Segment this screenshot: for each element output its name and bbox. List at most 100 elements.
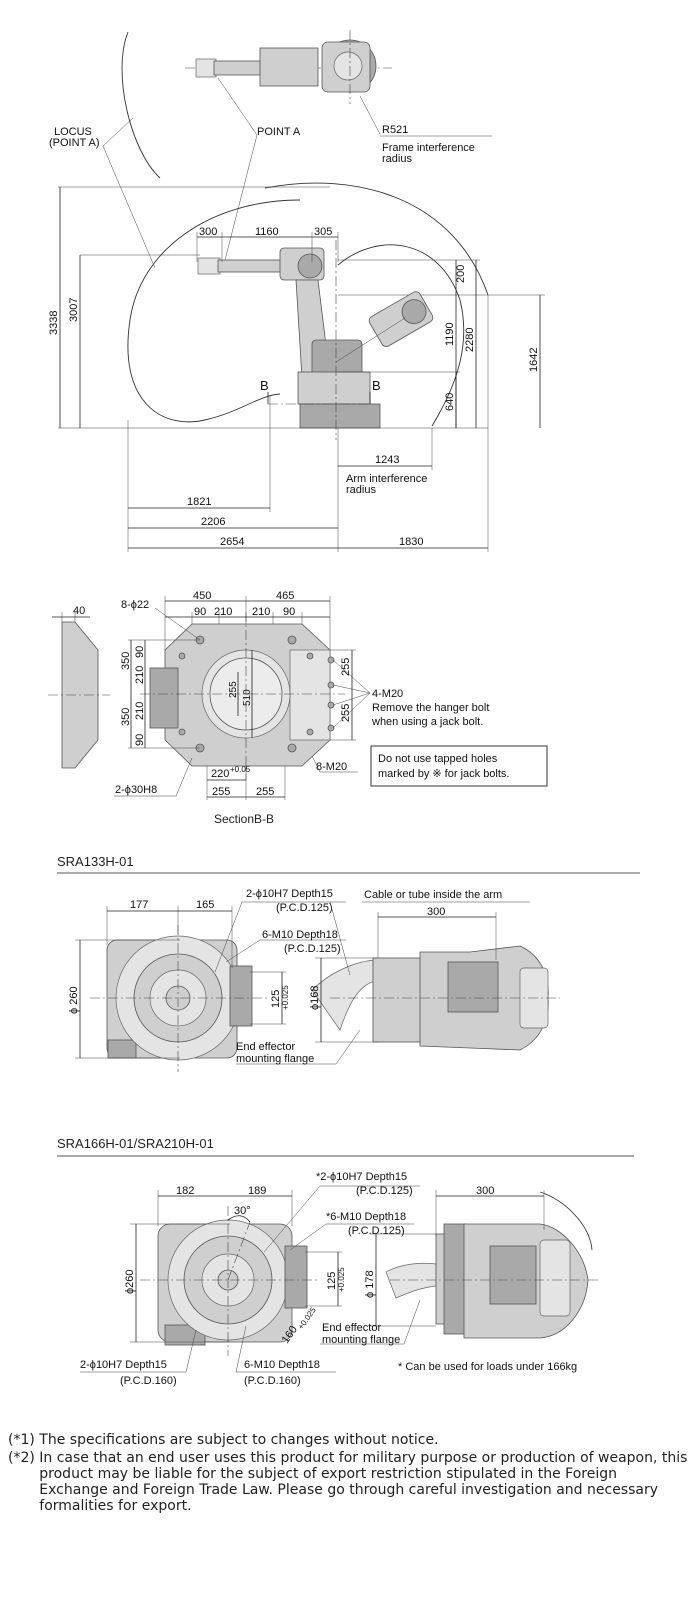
dim-450: 450 (193, 590, 211, 602)
sra166-view: SRA166H-01/SRA210H-01 182 189 30° ϕ260 1… (57, 1136, 634, 1387)
jack-box-line-1: Do not use tapped holes (378, 753, 498, 765)
tap-holes-sra166-1: *6-M10 Depth18 (326, 1211, 406, 1223)
dim-2280: 2280 (464, 328, 476, 352)
dim-210-d: 210 (134, 702, 146, 720)
footnote-text: In case that an end user uses this produ… (39, 1450, 688, 1514)
flange-label-2: mounting flange (236, 1053, 314, 1065)
dim-168: ϕ168 (309, 985, 321, 1010)
flange-sra166-2: mounting flange (322, 1334, 400, 1346)
jack-box-line-2: marked by ※ for jack bolts. (378, 768, 509, 780)
dim-1243: 1243 (375, 454, 399, 466)
flange-label-1: End effector (236, 1041, 295, 1053)
robot-side-elevation (197, 240, 434, 440)
tap160-1: 6-M10 Depth18 (244, 1359, 320, 1371)
dim-260: ϕ 260 (68, 986, 80, 1014)
dim-640: 640 (444, 393, 456, 411)
dim-210-a: 210 (214, 606, 232, 618)
outer-envelope (264, 182, 489, 296)
dim-177: 177 (130, 899, 148, 911)
dim-255-right-2: 255 (340, 704, 352, 722)
locus-arc (121, 31, 161, 179)
dim-160-tol: +0.025 (296, 1305, 318, 1331)
dim-220: 220 (211, 768, 229, 780)
arm-interference-arc (337, 244, 465, 427)
jack-bolt-note-box (370, 745, 548, 787)
frame-radius-label-2: radius (382, 153, 412, 165)
dim-125-tol: +0.025 (281, 985, 290, 1010)
robot-top-plan (185, 30, 392, 104)
tap-holes-2: (P.C.D.125) (284, 943, 341, 955)
dim-350-b: 350 (120, 708, 132, 726)
section-bb-view: 40 450 465 90 210 (48, 590, 548, 826)
dim-255-bottom-right: 255 (256, 786, 274, 798)
locus-envelope (127, 199, 301, 423)
dim-1160: 1160 (255, 226, 279, 238)
dim-40: 40 (73, 605, 85, 617)
dim-300-sra133: 300 (427, 906, 445, 918)
arm-radius-label-2: radius (346, 484, 376, 496)
frame-radius-label-1: Frame interference (382, 142, 475, 154)
sra133-view: SRA133H-01 177 165 ϕ 260 125 +0.025 2-ϕ1… (57, 854, 640, 1072)
pin-holes-2: (P.C.D.125) (276, 902, 333, 914)
dim-90-b: 90 (283, 606, 295, 618)
dim-3007: 3007 (68, 298, 80, 322)
dim-220-tol: +0.05 (230, 765, 251, 774)
dim-90-d: 90 (134, 734, 146, 746)
section-bb-caption: SectionB-B (214, 812, 274, 826)
dim-90-a: 90 (194, 606, 206, 618)
hanger-note-1: Remove the hanger bolt (372, 702, 489, 714)
tap160-2: (P.C.D.160) (244, 1375, 301, 1387)
holes-2-30: 2-ϕ30H8 (115, 784, 157, 796)
hanger-note-2: when using a jack bolt. (371, 716, 483, 728)
dim-1821: 1821 (187, 496, 211, 508)
dim-1830: 1830 (399, 536, 423, 548)
dim-125: 125 (270, 990, 282, 1008)
dim-3338: 3338 (48, 311, 60, 335)
dim-182: 182 (176, 1185, 194, 1197)
dim-178: ϕ 178 (364, 1270, 376, 1298)
dim-465: 465 (276, 590, 294, 602)
sra133-title: SRA133H-01 (57, 854, 134, 869)
dim-255-center: 255 (228, 681, 239, 698)
holes-8-22: 8-ϕ22 (121, 599, 149, 611)
load-note: * Can be used for loads under 166kg (398, 1361, 577, 1373)
dim-255-right-1: 255 (340, 658, 352, 676)
arm-radius-label-1: Arm interference (346, 473, 427, 485)
m20-4-label: 4-M20 (372, 688, 403, 700)
dim-300-sra166: 300 (476, 1185, 494, 1197)
dim-260-sra166: ϕ260 (124, 1269, 136, 1294)
r521-label: R521 (382, 124, 408, 136)
pin160-1: 2-ϕ10H7 Depth15 (80, 1359, 167, 1371)
dim-510: 510 (242, 689, 253, 706)
top-view: 300 1160 305 3338 3007 200 1190 2280 164… (48, 30, 545, 552)
dim-1642: 1642 (528, 348, 540, 372)
dim-305: 305 (314, 226, 332, 238)
dim-90-c: 90 (134, 646, 146, 658)
sra166-title: SRA166H-01/SRA210H-01 (57, 1136, 214, 1151)
dim-125-sra166: 125 (326, 1272, 338, 1290)
tap-holes-1: 6-M10 Depth18 (262, 929, 338, 941)
dim-125-tol-sra166: +0.025 (337, 1267, 346, 1292)
dim-210-c: 210 (134, 666, 146, 684)
dim-189: 189 (248, 1185, 266, 1197)
pin160-2: (P.C.D.160) (120, 1375, 177, 1387)
dim-2206: 2206 (201, 516, 225, 528)
section-b-left: B (260, 378, 269, 393)
dim-300: 300 (199, 226, 217, 238)
footnote-1: (*1) The specifications are subject to c… (8, 1432, 688, 1448)
dim-1190: 1190 (444, 322, 456, 346)
locus-label-1: LOCUS (54, 126, 92, 138)
pin-holes-1: 2-ϕ10H7 Depth15 (246, 888, 333, 900)
footnote-mark: (*2) (8, 1450, 40, 1466)
technical-drawing: 300 1160 305 3338 3007 200 1190 2280 164… (48, 30, 640, 1387)
pin-holes-sra166-1: *2-ϕ10H7 Depth15 (316, 1171, 407, 1183)
footnote-mark: (*1) (8, 1432, 40, 1448)
cable-note: Cable or tube inside the arm (364, 889, 502, 901)
flange-sra166-1: End effector (322, 1322, 381, 1334)
footnote-text: The specifications are subject to change… (39, 1432, 439, 1448)
pin-holes-sra166-2: (P.C.D.125) (356, 1185, 413, 1197)
angle-30: 30° (234, 1205, 251, 1217)
dim-350-a: 350 (120, 652, 132, 670)
point-a-label: POINT A (257, 126, 301, 138)
m20-8-label: 8-M20 (316, 761, 347, 773)
